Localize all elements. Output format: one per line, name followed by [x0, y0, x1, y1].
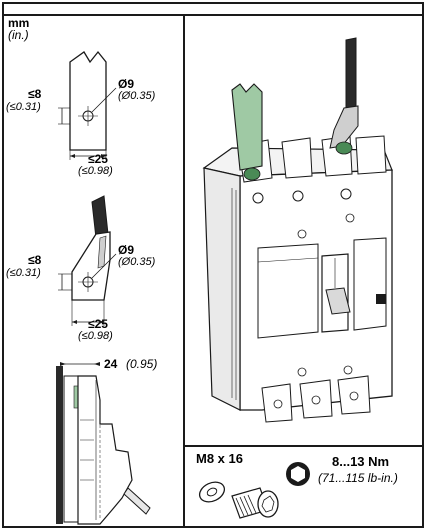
side-depth-label: 24 [104, 357, 118, 371]
bar-hole-label: Ø9 [118, 77, 135, 91]
side-view-drawing [56, 362, 151, 525]
cable-hole-label: Ø9 [118, 243, 135, 257]
unit-inch-label: (in.) [8, 28, 29, 42]
unit-mm-label: mm [8, 16, 30, 30]
hex-socket-icon [286, 462, 310, 486]
cable-thickness-label: ≤8 [28, 253, 42, 267]
cable-width-label: ≤25 [88, 317, 108, 331]
side-depth-inch-label: (0.95) [126, 357, 158, 371]
bar-hole-inch-label: (Ø0.35) [118, 90, 156, 102]
screw-icon [231, 487, 279, 519]
bar-thickness-label: ≤8 [28, 87, 42, 101]
circuit-breaker-drawing [202, 37, 393, 423]
bar-thickness-inch-label: (≤0.31) [6, 101, 41, 113]
bar-lug-drawing [58, 50, 117, 160]
cable-lug-drawing [58, 195, 117, 326]
torque-inch-label: (71...115 lb-in.) [318, 471, 398, 485]
cable-hole-inch-label: (Ø0.35) [118, 256, 156, 268]
torque-value-label: 8...13 Nm [332, 454, 390, 469]
vertical-divider [183, 16, 185, 526]
horizontal-divider [185, 445, 422, 447]
cable-width-inch-label: (≤0.98) [78, 330, 113, 342]
screw-size-label: M8 x 16 [196, 451, 243, 466]
washer-icon [198, 481, 226, 503]
cable-thickness-inch-label: (≤0.31) [6, 267, 41, 279]
bar-width-inch-label: (≤0.98) [78, 165, 113, 177]
header-bar [4, 4, 422, 16]
